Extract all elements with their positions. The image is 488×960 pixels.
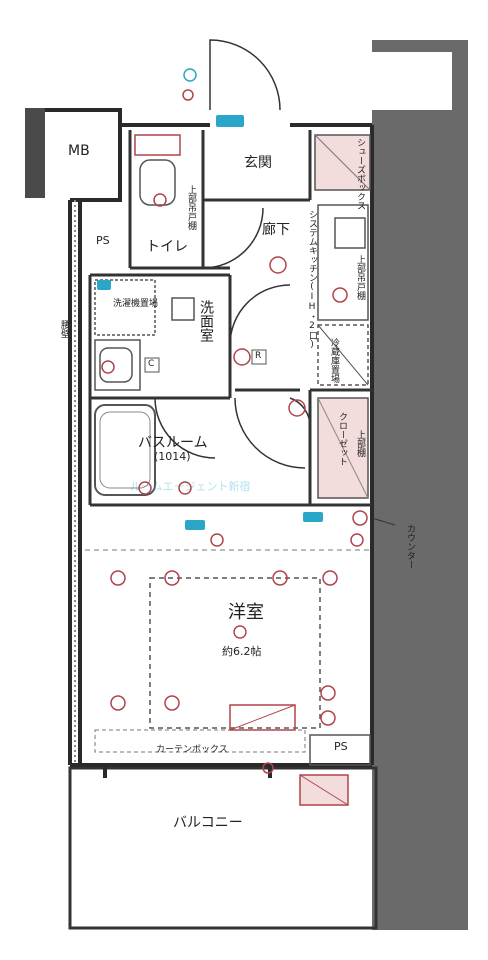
vanity-basin — [99, 347, 133, 383]
doors — [154, 39, 311, 469]
room-mb: MB — [68, 143, 90, 159]
curtain-box — [94, 729, 306, 753]
room-western-size: 約6.2帖 — [222, 645, 262, 658]
room-hallway: 廊下 — [262, 222, 290, 238]
room-entrance: 玄関 — [244, 155, 272, 171]
label-fridge: 冷蔵庫置場 — [329, 338, 339, 383]
label-washer: 洗濯機置場 — [113, 299, 159, 309]
label-counter-left: 腰壁 — [59, 320, 69, 338]
fridge-mark-box — [251, 349, 267, 365]
counter-leader — [371, 517, 396, 526]
label-closet: クローゼット — [337, 412, 347, 466]
watermark: ルームエージェント新宿 — [130, 480, 251, 493]
light-fixtures — [101, 89, 368, 774]
label-upper-cabinet-kitchen: 上部吊戸棚 — [355, 255, 365, 300]
kitchen-sink — [334, 217, 366, 249]
fridge-area — [317, 324, 369, 386]
washroom-fixture — [171, 297, 195, 321]
balcony-outline — [68, 766, 378, 930]
outlet-fixtures — [97, 115, 323, 530]
toilet-tank — [139, 159, 176, 206]
column-right — [372, 40, 468, 930]
vanity — [94, 339, 141, 391]
fridge-cross — [317, 324, 369, 386]
label-system-kitchen: システムキッチン(IH・2口) — [307, 210, 317, 350]
room-balcony: バルコニー — [173, 815, 243, 831]
aircon-diag — [229, 704, 296, 731]
label-curtain-box: カーテンボックス — [156, 745, 228, 755]
balcony-unit-diag — [299, 774, 349, 806]
room-toilet: トイレ — [146, 239, 188, 255]
column-right-notch-wall — [372, 40, 468, 52]
label-shoebox: シューズボックス — [355, 138, 365, 210]
room-bathroom-size: (1014) — [154, 450, 191, 463]
label-closet-shelf: 上部棚 — [355, 430, 365, 457]
room-western: 洋室 — [228, 602, 264, 623]
label-fridge-mark: R — [255, 351, 262, 361]
washer-area — [94, 279, 156, 336]
column-left-top — [25, 108, 45, 198]
interior-walls — [88, 130, 372, 507]
bathtub — [94, 404, 156, 496]
room-ps-bottom: PS — [334, 740, 348, 753]
toilet-shelf — [134, 134, 181, 156]
bathtub-inner — [99, 411, 151, 489]
ps-box-bottom — [309, 734, 371, 766]
closet-diag — [317, 397, 369, 499]
outlet-top-circle — [183, 68, 197, 82]
room-washroom: 洗面室 — [198, 300, 214, 342]
shoebox-cross — [314, 134, 371, 191]
kitchen-counter — [317, 204, 369, 321]
room-bathroom: バスルーム — [138, 435, 208, 451]
label-upper-shelf-toilet: 上部吊戸棚 — [186, 185, 196, 230]
room-ps-top: PS — [96, 234, 110, 247]
washer-mark-box — [144, 357, 160, 373]
aircon-unit — [229, 704, 296, 731]
label-washer-mark: C — [148, 359, 155, 369]
label-counter: カウンター — [405, 524, 415, 569]
